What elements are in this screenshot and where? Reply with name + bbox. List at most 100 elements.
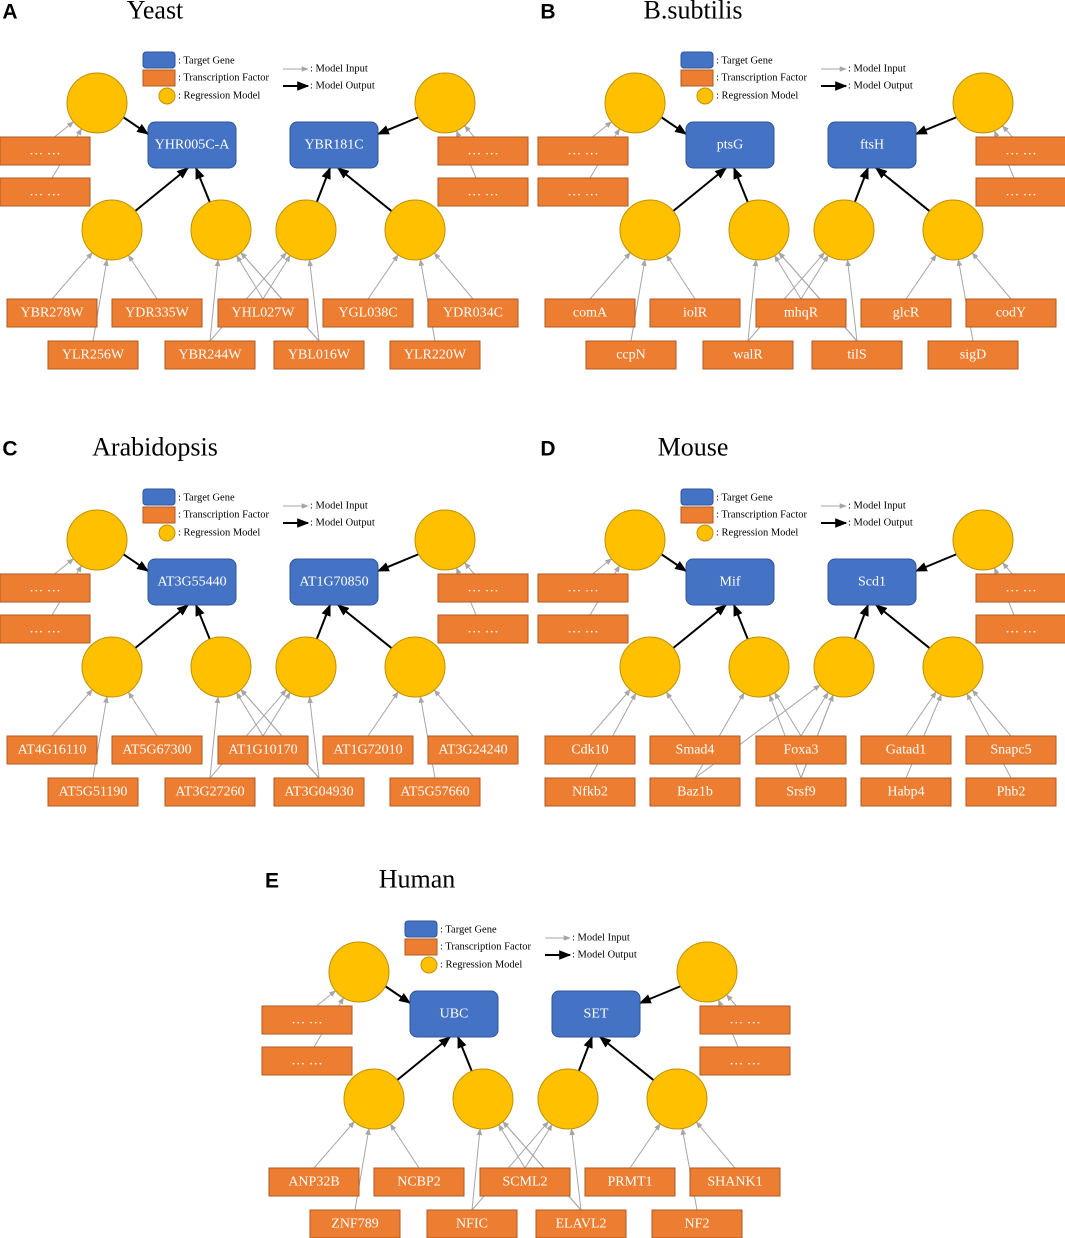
transcription-factor: [309, 1209, 401, 1238]
transcription-factor-label: tilS: [847, 348, 866, 363]
output-edge: [660, 553, 687, 572]
output-edge: [195, 603, 211, 640]
transcription-factor: [6, 298, 98, 328]
panel-title: Mouse: [658, 433, 729, 462]
input-edge: [589, 252, 631, 300]
transcription-factor-label: Snapc5: [990, 743, 1031, 758]
transcription-factor-label: glcR: [893, 306, 920, 321]
transcription-factor-label: AT4G16110: [18, 743, 87, 758]
regression-model: [676, 941, 738, 1003]
transcription-factor: [273, 777, 365, 807]
transcription-factor: [217, 735, 309, 765]
target-gene-label: Mif: [720, 575, 741, 590]
output-edge: [315, 603, 331, 640]
legend-target-gene-label: : Target Gene: [178, 56, 235, 67]
regression-model: [813, 199, 875, 261]
legend-model-swatch: [158, 524, 176, 542]
input-edge: [471, 1121, 549, 1211]
output-edge: [599, 1036, 655, 1081]
input-edge: [569, 1128, 582, 1211]
regression-model: [384, 199, 446, 261]
output-edge: [134, 604, 189, 649]
transcription-factor-label: Srsf9: [786, 785, 816, 800]
regression-model: [452, 1068, 514, 1130]
ellipsis-tf-box: [261, 1005, 353, 1035]
ellipsis-tf-box: [975, 573, 1065, 603]
target-gene-label: Scd1: [858, 575, 886, 590]
transcription-factor-label: codY: [996, 306, 1026, 321]
input-edge: [589, 689, 631, 737]
transcription-factor-label: Smad4: [676, 743, 715, 758]
transcription-factor: [535, 1209, 627, 1238]
transcription-factor-label: AT1G10170: [228, 743, 297, 758]
regression-model: [646, 1068, 708, 1130]
input-edge: [262, 691, 291, 737]
transcription-factor-label: Foxa3: [784, 743, 819, 758]
transcription-factor-label: mhqR: [784, 306, 819, 321]
ellipsis-tf-label: … …: [291, 1013, 323, 1028]
transcription-factor-label: sigD: [960, 348, 986, 363]
ellipsis-tf-box: [537, 177, 629, 207]
legend: : Target Gene: Transcription Factor: Reg…: [404, 920, 637, 974]
transcription-factor-label: ccpN: [616, 348, 646, 363]
regression-model: [922, 636, 984, 698]
regression-model: [81, 199, 143, 261]
input-edge: [389, 1123, 420, 1169]
ellipsis-tf-label: … …: [729, 1013, 761, 1028]
ellipsis-tf-label: … …: [29, 144, 61, 159]
target-gene: [685, 558, 775, 606]
transcription-factor-label: AT1G72010: [333, 743, 402, 758]
transcription-factor: [860, 298, 952, 328]
output-edge: [337, 167, 393, 212]
input-edge: [778, 251, 858, 342]
output-edge: [122, 116, 149, 135]
input-edge: [236, 692, 264, 737]
legend-target-gene-swatch: [142, 51, 176, 69]
output-edge: [384, 985, 411, 1004]
legend-target-gene-swatch: [142, 488, 176, 506]
ellipsis-tf-box: [0, 614, 91, 644]
target-gene-label: YBR181C: [304, 138, 363, 153]
transcription-factor: [47, 777, 139, 807]
legend-target-gene-swatch: [680, 488, 714, 506]
transcription-factor-label: Gatad1: [886, 743, 926, 758]
legend-tf-swatch: [404, 938, 438, 956]
input-edge: [433, 689, 474, 737]
transcription-factor: [373, 1167, 465, 1197]
input-edge: [774, 255, 802, 300]
transcription-factor: [544, 298, 636, 328]
ellipsis-tf-box: [261, 1046, 353, 1076]
transcription-factor: [389, 777, 481, 807]
ellipsis-tf-box: [437, 573, 529, 603]
legend-tf-label: : Transcription Factor: [440, 942, 532, 953]
regression-model: [952, 509, 1014, 571]
transcription-factor: [860, 735, 952, 765]
input-edge: [313, 990, 337, 1009]
regression-model: [414, 72, 476, 134]
legend-model-swatch: [158, 87, 176, 105]
target-gene-label: YHR005C-A: [155, 138, 231, 153]
input-edge: [51, 252, 93, 300]
transcription-factor-label: Phb2: [997, 785, 1026, 800]
ellipsis-tf-box: [975, 136, 1065, 166]
transcription-factor: [755, 298, 847, 328]
regression-model: [952, 72, 1014, 134]
legend-tf-label: : Transcription Factor: [178, 73, 270, 84]
transcription-factor: [427, 735, 519, 765]
transcription-factor-label: walR: [733, 348, 763, 363]
input-edge: [209, 689, 287, 779]
target-gene: [147, 121, 237, 169]
transcription-factor: [965, 298, 1057, 328]
transcription-factor: [164, 340, 256, 370]
regression-model: [414, 509, 476, 571]
transcription-factor: [649, 777, 741, 807]
regression-model: [619, 636, 681, 698]
input-edge: [236, 255, 264, 300]
input-edge: [665, 254, 696, 300]
regression-model: [922, 199, 984, 261]
target-gene-label: AT3G55440: [157, 575, 226, 590]
target-gene: [827, 558, 917, 606]
target-gene-label: ptsG: [717, 138, 743, 153]
ellipsis-tf-box: [0, 573, 91, 603]
